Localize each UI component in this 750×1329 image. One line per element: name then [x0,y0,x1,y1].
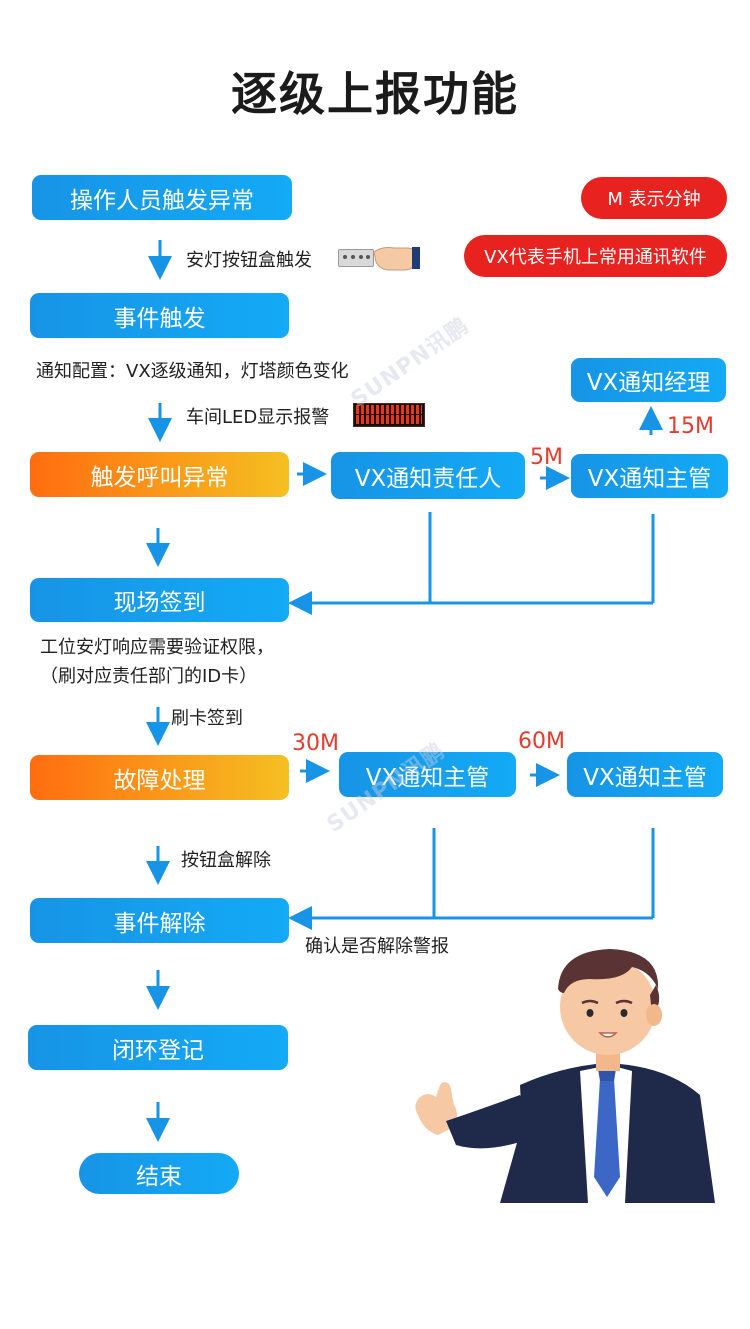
vx-supervisor-box-2: VX通知主管 [339,752,516,797]
event-trigger-box: 事件触发 [30,293,289,338]
led-display-icon [353,403,425,427]
button-box-icon [338,249,374,267]
vx-supervisor-box-1: VX通知主管 [571,454,728,498]
vx-supervisor-box-3: VX通知主管 [567,752,723,797]
page-title: 逐级上报功能 [231,67,519,121]
time-30m: 30M [292,731,339,756]
time-15m: 15M [667,414,714,439]
note-minute: M 表示分钟 [581,177,727,219]
businessman-illustration [415,949,715,1203]
notify-config-label: 通知配置：VX逐级通知，灯塔颜色变化 [36,361,349,382]
time-5m: 5M [530,445,563,470]
button-release-label: 按钮盒解除 [181,850,271,871]
event-release-box: 事件解除 [30,898,289,943]
verify-line-2: （刷对应责任部门的ID卡） [40,666,258,687]
vx-manager-box: VX通知经理 [571,358,726,402]
site-checkin-box: 现场签到 [30,578,289,622]
card-checkin-label: 刷卡签到 [171,708,243,729]
note-vx: VX代表手机上常用通讯软件 [464,235,727,277]
end-box: 结束 [79,1153,239,1194]
verify-line-1: 工位安灯响应需要验证权限， [40,637,274,658]
lamp-button-label: 安灯按钮盒触发 [186,250,312,271]
time-60m: 60M [518,729,565,754]
closed-loop-box: 闭环登记 [28,1025,288,1070]
vx-responsible-box: VX通知责任人 [331,452,525,499]
hand-press-icon [373,247,420,271]
call-abnormal-box: 触发呼叫异常 [30,452,289,497]
fault-handling-box: 故障处理 [30,755,289,800]
operator-trigger-box: 操作人员触发异常 [32,175,292,220]
led-label: 车间LED显示报警 [186,407,330,428]
confirm-release-label: 确认是否解除警报 [305,936,449,957]
